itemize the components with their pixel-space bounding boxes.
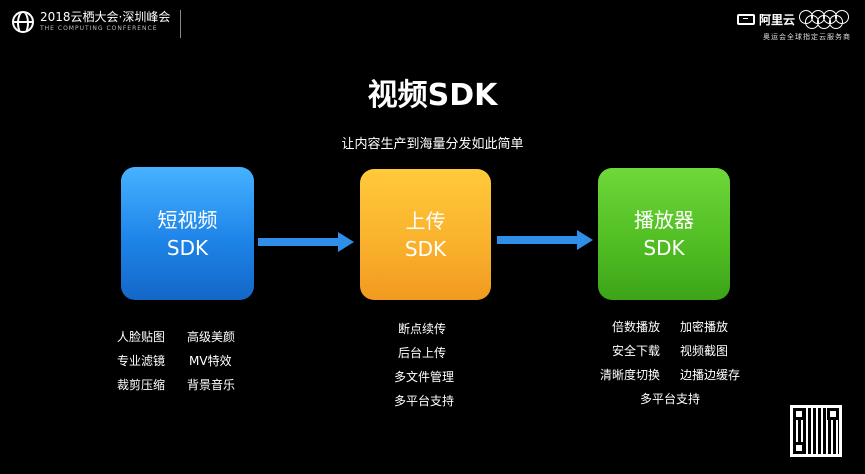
- slide-subtitle: 让内容生产到海量分发如此简单: [341, 137, 524, 152]
- upload-features: 断点续传 后台上传 多文件管理 多平台支持: [394, 317, 454, 413]
- short-video-sdk-box: 短视频 SDK: [121, 167, 254, 300]
- list-item: 安全下载视频截图: [612, 344, 729, 358]
- list-item: 断点续传: [398, 322, 447, 336]
- list-item: 多平台支持: [394, 394, 455, 408]
- partner-name: 阿里云: [758, 12, 795, 27]
- player-sdk-box: 播放器 SDK: [598, 168, 730, 300]
- upload-sdk-box: 上传 SDK: [360, 169, 491, 300]
- box-label-sdk: SDK: [166, 235, 209, 260]
- box-label: 短视频: [157, 207, 218, 232]
- list-item: 后台上传: [398, 346, 447, 360]
- conference-logo: 2018云栖大会·深圳峰会 THE COMPUTING CONFERENCE: [12, 10, 170, 33]
- aliyun-icon: [736, 13, 755, 25]
- conference-subtitle: THE COMPUTING CONFERENCE: [40, 25, 158, 32]
- list-item: 倍数播放加密播放: [612, 320, 729, 334]
- partner-logo: 阿里云 奥运会全球指定云服务商: [736, 9, 851, 42]
- box-label-sdk: SDK: [404, 236, 447, 261]
- list-item: 多平台支持: [640, 392, 701, 406]
- player-features: 倍数播放加密播放 安全下载视频截图 清晰度切换边播边缓存 多平台支持: [600, 315, 740, 411]
- box-label: 播放器: [634, 208, 694, 232]
- header-divider: [180, 10, 181, 38]
- box-label: 上传: [405, 208, 446, 233]
- list-item: 清晰度切换边播边缓存: [600, 368, 741, 382]
- arrow-right-icon: [258, 232, 354, 252]
- slide-title: 视频SDK: [367, 78, 498, 113]
- partner-slogan: 奥运会全球指定云服务商: [763, 33, 851, 41]
- conference-title: 2018云栖大会·深圳峰会: [40, 10, 171, 24]
- list-item: 人脸贴图高级美颜: [117, 330, 236, 344]
- olympic-rings-icon: [799, 9, 851, 29]
- qr-code: [790, 405, 842, 457]
- box-label-sdk: SDK: [643, 236, 685, 260]
- list-item: 多文件管理: [394, 370, 455, 384]
- arrow-right-icon: [497, 230, 593, 250]
- globe-icon: [12, 10, 34, 33]
- list-item: 裁剪压缩背景音乐: [117, 378, 236, 392]
